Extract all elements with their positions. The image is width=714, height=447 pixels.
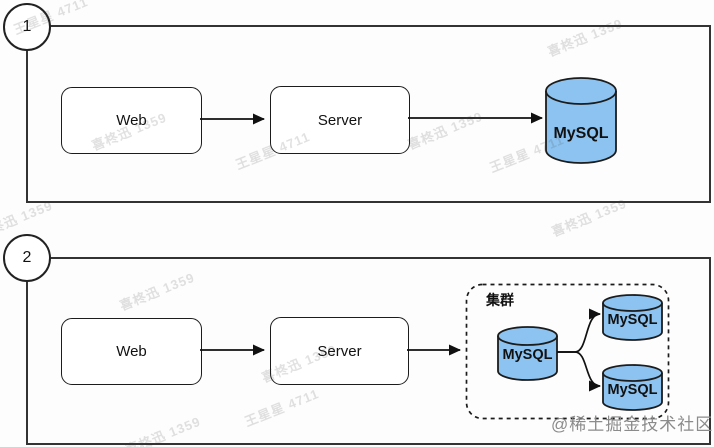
label-mysql-primary: MySQL — [502, 347, 553, 363]
node-web-2-label: Web — [116, 343, 147, 360]
label-mysql-replica-bottom: MySQL — [607, 382, 658, 398]
section-1-frame — [26, 25, 711, 203]
section-2-frame — [26, 257, 711, 445]
node-web-1-label: Web — [116, 112, 147, 129]
label-mysql-replica-top: MySQL — [607, 312, 658, 328]
node-server-2-label: Server — [317, 342, 362, 360]
node-server-1-label: Server — [317, 111, 363, 129]
node-server-1: Server — [270, 86, 410, 154]
section-1-badge: 1 — [3, 3, 51, 51]
node-web-1: Web — [61, 87, 202, 154]
node-web-2: Web — [61, 318, 202, 385]
section-2-badge: 2 — [3, 234, 51, 282]
section-2-badge-number: 2 — [22, 249, 32, 266]
node-server-2: Server — [270, 317, 409, 385]
cluster-title: 集群 — [486, 292, 514, 308]
section-1-badge-number: 1 — [22, 18, 32, 35]
label-mysql-1: MySQL — [553, 125, 609, 142]
